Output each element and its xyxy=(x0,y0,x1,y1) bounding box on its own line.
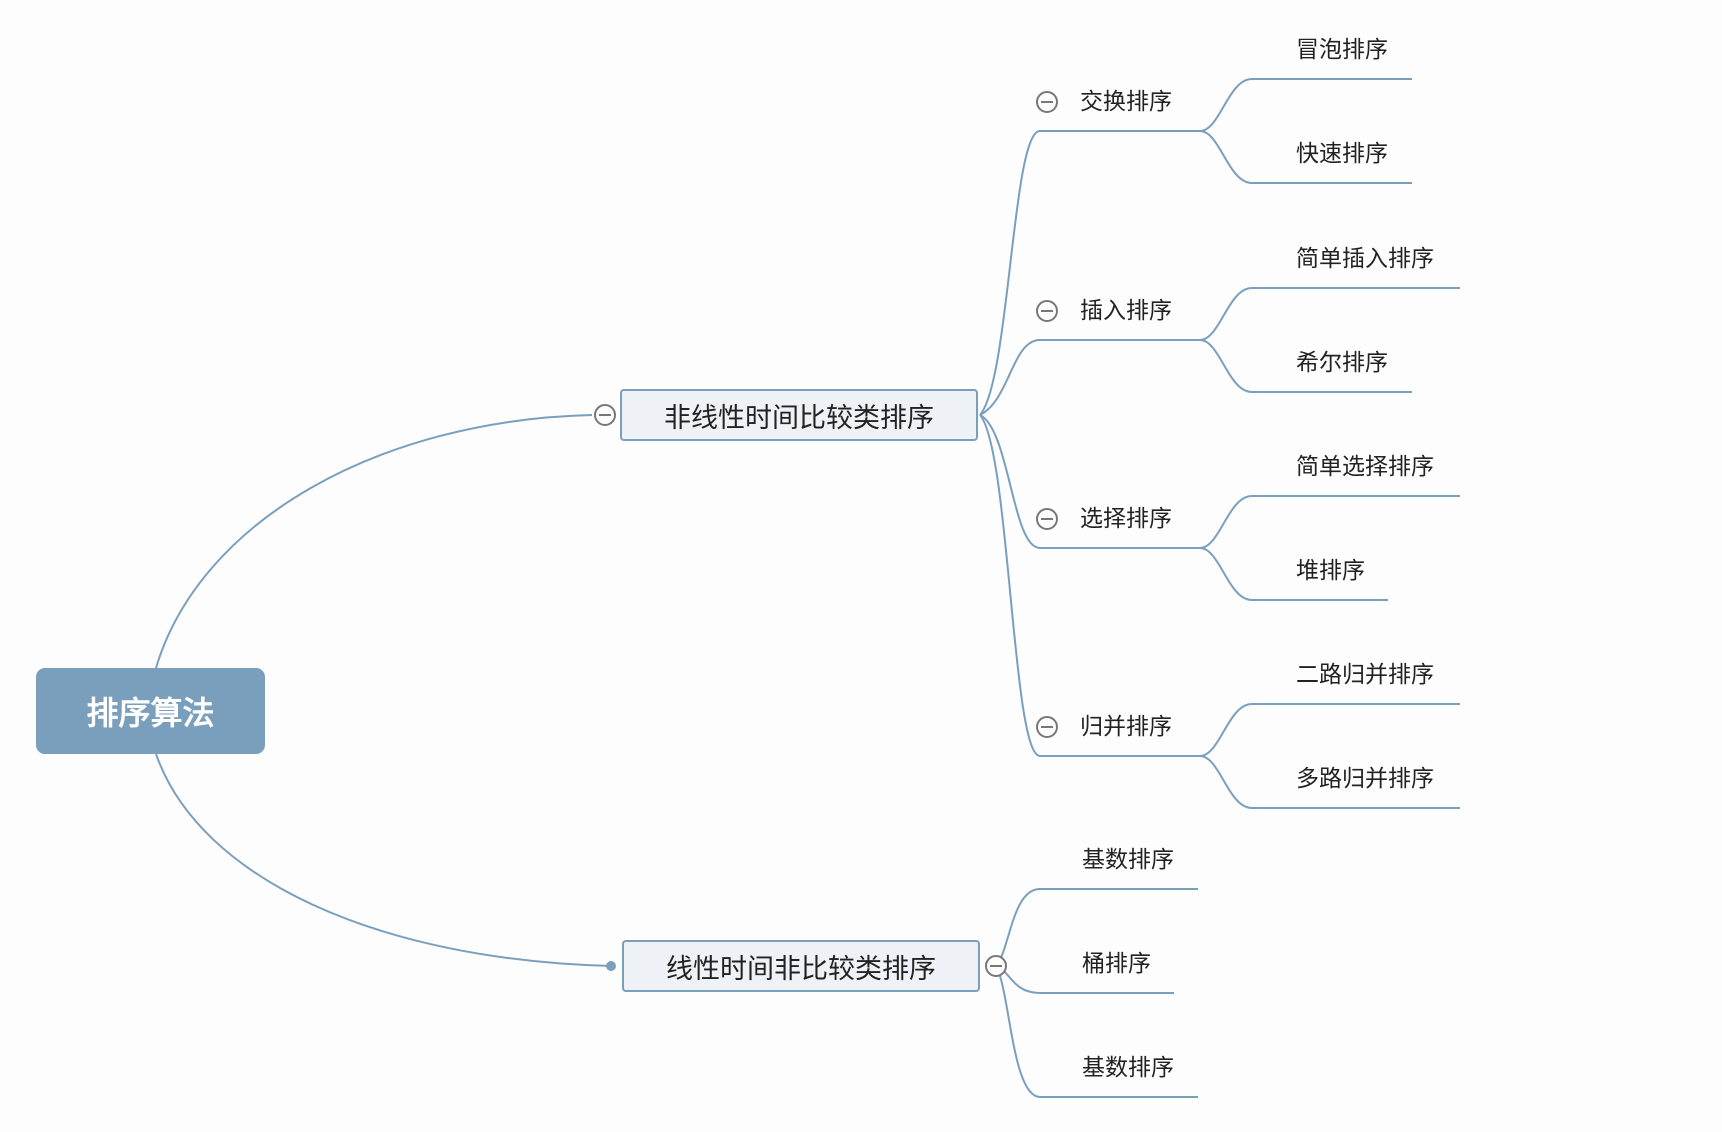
link-branch1-merge xyxy=(979,414,1200,757)
leaf-heap-sort[interactable]: 堆排序 xyxy=(1296,558,1365,584)
connector-dot-icon xyxy=(606,961,616,971)
collapse-branch-1-icon[interactable] xyxy=(594,404,616,426)
link-branch2-radix-2 xyxy=(995,965,1198,1098)
collapse-select-icon[interactable] xyxy=(1036,508,1058,530)
link-merge-multiway xyxy=(1199,755,1460,809)
leaf-shell-sort[interactable]: 希尔排序 xyxy=(1296,350,1388,376)
topic-select-sort[interactable]: 选择排序 xyxy=(1080,506,1172,532)
leaf-bucket-sort[interactable]: 桶排序 xyxy=(1082,951,1151,977)
link-exchange-quick xyxy=(1199,130,1412,184)
leaf-bubble-sort[interactable]: 冒泡排序 xyxy=(1296,37,1388,63)
link-root-branch-2 xyxy=(155,753,612,967)
branch-topic-2[interactable]: 线性时间非比较类排序 xyxy=(622,940,980,992)
link-insert-shell xyxy=(1199,339,1412,393)
leaf-simple-select-sort[interactable]: 简单选择排序 xyxy=(1296,454,1434,480)
collapse-branch-2-icon[interactable] xyxy=(985,955,1007,977)
topic-insert-sort[interactable]: 插入排序 xyxy=(1080,298,1172,324)
leaf-radix-sort-2[interactable]: 基数排序 xyxy=(1082,1055,1174,1081)
link-root-branch-1 xyxy=(155,414,593,669)
link-branch1-exchange xyxy=(979,130,1200,416)
link-exchange-bubble xyxy=(1199,78,1412,132)
link-insert-simple xyxy=(1199,287,1460,341)
link-select-simple xyxy=(1199,495,1460,549)
branch-topic-1[interactable]: 非线性时间比较类排序 xyxy=(620,389,978,441)
leaf-simple-insert-sort[interactable]: 简单插入排序 xyxy=(1296,246,1434,272)
collapse-merge-icon[interactable] xyxy=(1036,716,1058,738)
collapse-insert-icon[interactable] xyxy=(1036,300,1058,322)
leaf-radix-sort-1[interactable]: 基数排序 xyxy=(1082,847,1174,873)
link-branch1-insert xyxy=(979,339,1200,416)
link-merge-twoway xyxy=(1199,703,1460,757)
leaf-quick-sort[interactable]: 快速排序 xyxy=(1296,141,1388,167)
link-branch1-select xyxy=(979,414,1200,549)
topic-merge-sort[interactable]: 归并排序 xyxy=(1080,714,1172,740)
topic-exchange-sort[interactable]: 交换排序 xyxy=(1080,89,1172,115)
collapse-exchange-icon[interactable] xyxy=(1036,91,1058,113)
leaf-multi-way-merge-sort[interactable]: 多路归并排序 xyxy=(1296,766,1434,792)
root-topic[interactable]: 排序算法 xyxy=(36,668,265,754)
link-select-heap xyxy=(1199,547,1388,601)
leaf-two-way-merge-sort[interactable]: 二路归并排序 xyxy=(1296,662,1434,688)
